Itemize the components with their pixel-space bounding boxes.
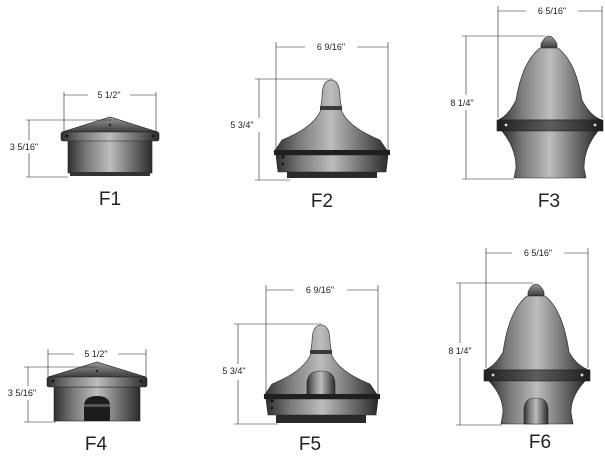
fixture-f1-height-label: 3 5/16" bbox=[10, 142, 38, 152]
fixture-f5-drawing bbox=[263, 324, 380, 423]
fixture-f6-drawing bbox=[483, 283, 591, 425]
fixture-f6: 6 5/16" 8 1/4" F6 bbox=[448, 248, 591, 453]
fixture-f3-height-dimension bbox=[462, 35, 545, 180]
fixture-f3-width-dimension bbox=[497, 6, 603, 118]
fixture-f1-height-dimension bbox=[26, 119, 112, 178]
fixture-f4-width-label: 5 1/2" bbox=[84, 349, 107, 359]
fixture-f5-width-label: 6 9/16" bbox=[306, 285, 334, 295]
fixture-f1-label: F1 bbox=[99, 189, 121, 210]
fixture-f3-label: F3 bbox=[538, 191, 560, 212]
fixture-f2-width-dimension bbox=[275, 42, 389, 152]
fixture-f6-height-dimension bbox=[456, 282, 533, 426]
fixture-f3: 6 5/16" 8 1/4" F3 bbox=[450, 6, 604, 212]
fixture-f5-height-dimension bbox=[234, 323, 322, 425]
fixture-f3-height-label: 8 1/4" bbox=[450, 98, 473, 108]
fixture-f2-label: F2 bbox=[311, 191, 333, 212]
fixture-f5: 6 9/16" 5 3/4" F5 bbox=[222, 285, 380, 455]
fixture-f2-height-dimension bbox=[255, 78, 333, 181]
fixture-f1-width-dimension bbox=[63, 92, 157, 132]
fixture-f4-label: F4 bbox=[85, 434, 108, 455]
fixture-f4-height-label: 3 5/16" bbox=[8, 388, 36, 398]
fixture-f1: 5 1/2" 3 5/16" F1 bbox=[10, 90, 160, 210]
fixture-f6-width-label: 6 5/16" bbox=[524, 248, 552, 258]
fixture-f2-width-label: 6 9/16" bbox=[317, 42, 345, 52]
fixture-f4: 5 1/2" 3 5/16" F4 bbox=[8, 349, 148, 455]
fixture-f3-drawing bbox=[496, 35, 604, 179]
fixture-f4-width-dimension bbox=[47, 349, 147, 377]
fixture-f1-width-label: 5 1/2" bbox=[97, 90, 120, 100]
fixture-f5-label: F5 bbox=[299, 434, 321, 455]
fixture-f2: 6 9/16" 5 3/4" F2 bbox=[230, 42, 390, 212]
fixture-f6-width-dimension bbox=[485, 248, 589, 368]
fixture-f3-width-label: 6 5/16" bbox=[538, 6, 566, 16]
fixture-f4-height-dimension bbox=[24, 366, 97, 423]
fixture-f6-height-label: 8 1/4" bbox=[448, 346, 471, 356]
fixture-f1-drawing bbox=[60, 116, 160, 176]
fixture-f4-drawing bbox=[46, 361, 148, 422]
fixture-f2-drawing bbox=[273, 79, 390, 178]
fixture-f2-height-label: 5 3/4" bbox=[230, 120, 253, 130]
fixture-f5-width-dimension bbox=[265, 285, 379, 396]
fixture-f5-height-label: 5 3/4" bbox=[222, 366, 245, 376]
fixture-f6-label: F6 bbox=[529, 432, 551, 453]
